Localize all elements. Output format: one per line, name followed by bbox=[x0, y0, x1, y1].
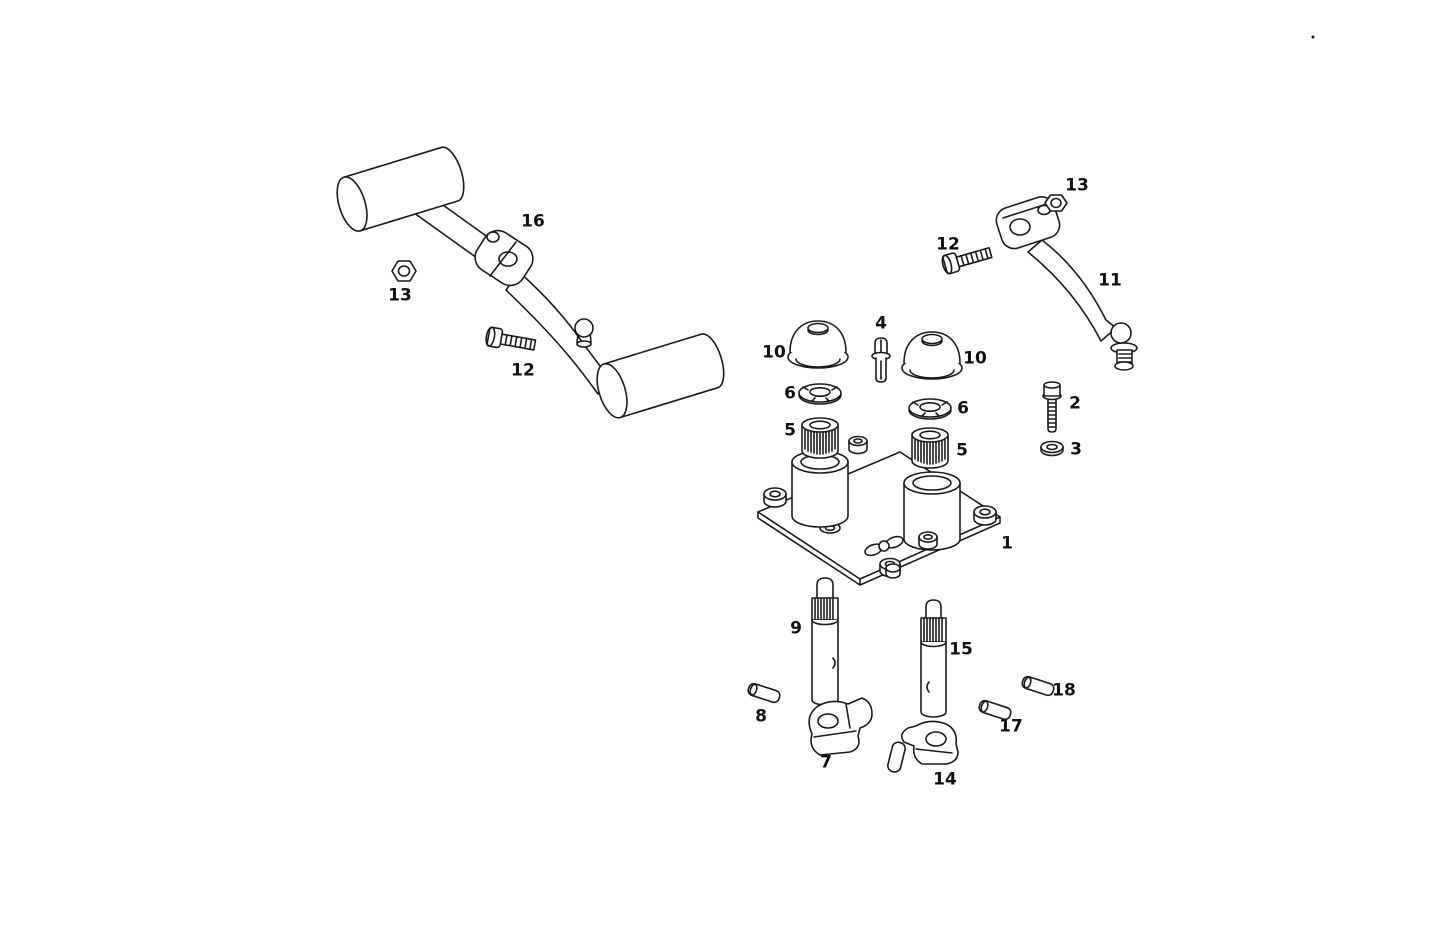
part-10-dome-right bbox=[901, 331, 963, 380]
part-6-ring-right bbox=[908, 398, 952, 420]
part-label-14: 14 bbox=[933, 769, 957, 790]
part-label-10-right: 10 bbox=[963, 348, 987, 369]
part-label-16: 16 bbox=[521, 211, 545, 232]
part-label-11: 11 bbox=[1098, 270, 1122, 291]
part-label-5-right: 5 bbox=[956, 440, 968, 461]
part-14-clamp bbox=[887, 720, 959, 773]
print-speck bbox=[1311, 35, 1315, 39]
part-label-13-left: 13 bbox=[388, 285, 412, 306]
part-18-pin bbox=[1021, 675, 1055, 697]
part-2-bolt bbox=[1042, 381, 1062, 433]
part-label-3: 3 bbox=[1070, 439, 1082, 460]
part-label-6-right: 6 bbox=[957, 398, 969, 419]
part-13-nut-left bbox=[391, 260, 417, 282]
part-13-nut-right bbox=[1044, 194, 1068, 212]
part-8-pin bbox=[747, 682, 781, 704]
part-label-12-right: 12 bbox=[936, 234, 960, 255]
part-label-5-left: 5 bbox=[784, 420, 796, 441]
part-label-8: 8 bbox=[755, 706, 767, 727]
part-3-washer bbox=[1040, 440, 1064, 457]
part-12-bolt-right bbox=[941, 247, 993, 275]
part-10-dome-left bbox=[787, 320, 849, 369]
part-9-shaft bbox=[811, 577, 839, 706]
part-label-9: 9 bbox=[790, 618, 802, 639]
part-15-shaft bbox=[920, 599, 947, 718]
part-label-12-left: 12 bbox=[511, 360, 535, 381]
part-4-pin bbox=[871, 337, 891, 383]
part-5-bearing-right bbox=[911, 427, 949, 469]
part-5-bearing-left bbox=[801, 417, 839, 459]
part-label-6-left: 6 bbox=[784, 383, 796, 404]
part-17-pin bbox=[978, 699, 1012, 721]
part-label-1: 1 bbox=[1001, 533, 1013, 554]
part-11-lever bbox=[995, 196, 1138, 371]
part-16-pedal-lever bbox=[336, 146, 725, 419]
part-label-7: 7 bbox=[820, 752, 832, 773]
part-label-13-right: 13 bbox=[1065, 175, 1089, 196]
part-6-ring-left bbox=[798, 383, 842, 405]
part-label-10-left: 10 bbox=[762, 342, 786, 363]
part-7-clamp-lever bbox=[808, 697, 873, 756]
part-label-15: 15 bbox=[949, 639, 973, 660]
part-label-18: 18 bbox=[1052, 680, 1076, 701]
part-12-bolt-left bbox=[485, 326, 537, 351]
part-label-4: 4 bbox=[875, 313, 887, 334]
part-label-2: 2 bbox=[1069, 393, 1081, 414]
part-label-17: 17 bbox=[999, 716, 1023, 737]
